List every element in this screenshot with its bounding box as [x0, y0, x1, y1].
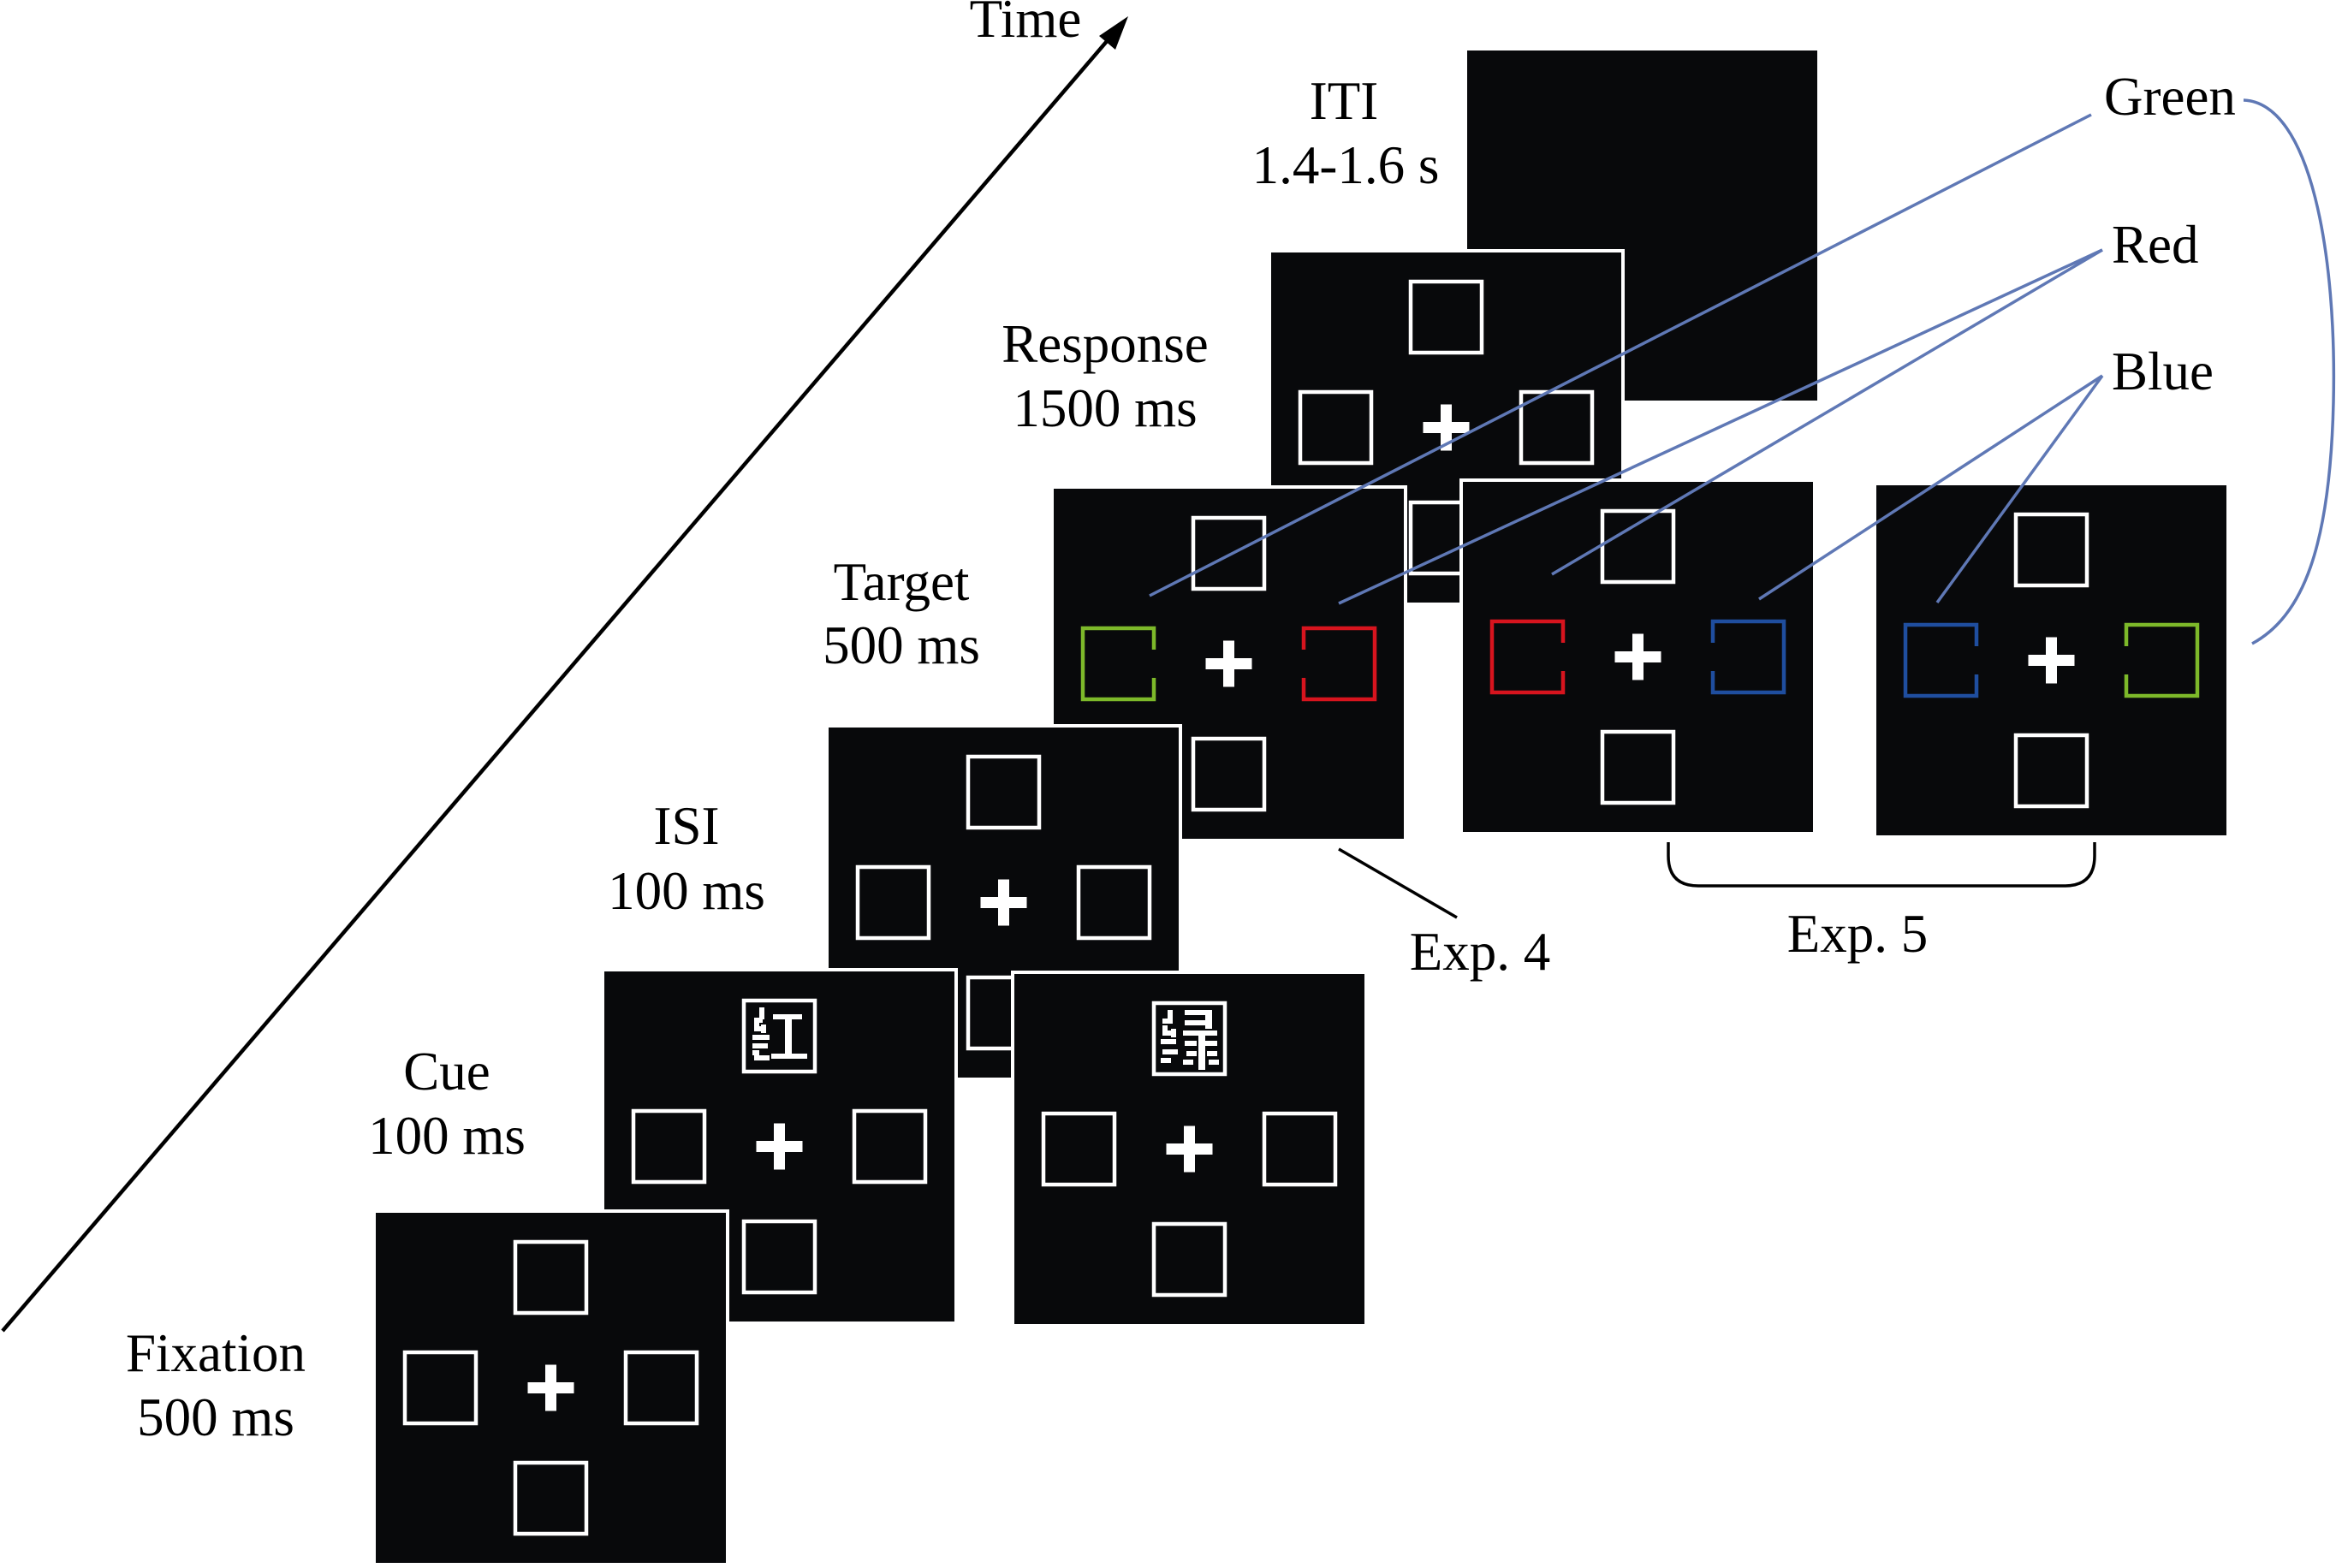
exp5-label: Exp. 5: [1787, 904, 1928, 964]
fixation-cross: [527, 1364, 574, 1411]
cue-word-box: [741, 998, 817, 1074]
color-leader-lines: [1149, 98, 2336, 645]
iti-label: ITI: [1310, 71, 1378, 131]
target-right-green: [2124, 622, 2200, 698]
leader-green-exp4: [1149, 113, 2092, 597]
leader-blue-exp5b: [1935, 374, 2104, 604]
time-arrow-line: [1, 33, 1115, 1333]
color-label-blue: Blue: [2112, 342, 2214, 401]
fixation-duration: 500 ms: [137, 1387, 294, 1447]
response-duration: 1500 ms: [1013, 378, 1197, 438]
isi-duration: 100 ms: [608, 861, 765, 921]
target-left-red: [1489, 619, 1566, 695]
placeholder-top: [513, 1239, 589, 1316]
cue-character-红: [752, 1007, 807, 1060]
fixation-cross: [1423, 404, 1470, 451]
placeholder-bottom: [1191, 736, 1267, 812]
cue-label: Cue: [403, 1042, 490, 1102]
fixation-cross: [756, 1123, 803, 1170]
placeholder-left: [1298, 389, 1374, 466]
placeholder-right: [852, 1108, 928, 1185]
placeholder-top: [1408, 279, 1484, 355]
fixation-cross: [1205, 640, 1252, 687]
fixation-panel: [372, 1209, 729, 1566]
cue-panel-green: [1011, 971, 1368, 1327]
color-label-green: Green: [2104, 67, 2236, 127]
stimulus-panels: [372, 47, 2230, 1566]
isi-label: ISI: [654, 796, 720, 856]
placeholder-left: [402, 1350, 478, 1426]
exp4-label: Exp. 4: [1410, 922, 1550, 982]
color-label-red: Red: [2112, 215, 2198, 275]
exp4-pointer-line: [1338, 847, 1458, 919]
placeholder-right: [1076, 864, 1152, 941]
iti-duration: 1.4-1.6 s: [1252, 135, 1440, 195]
color-labels: Green Red Blue: [2104, 67, 2236, 401]
leader-red-exp5a: [1551, 248, 2103, 576]
time-axis: Time: [1, 0, 1128, 1333]
fixation-cross: [1614, 633, 1661, 680]
placeholder-bottom: [513, 1460, 589, 1536]
fixation-cross: [1166, 1126, 1213, 1173]
placeholder-top: [966, 754, 1042, 830]
leader-blue-exp5a: [1758, 374, 2103, 601]
cue-character-绿: [1161, 1010, 1219, 1070]
target-right-blue: [1710, 619, 1786, 695]
placeholder-bottom: [2013, 733, 2089, 809]
target-left-blue: [1903, 622, 1979, 698]
target-label: Target: [834, 552, 970, 612]
placeholder-right: [623, 1350, 699, 1426]
stage-labels: ITI 1.4-1.6 s Response 1500 ms Target 50…: [126, 71, 1439, 1447]
time-axis-label: Time: [970, 0, 1082, 49]
fixation-cross: [980, 879, 1027, 926]
placeholder-right: [1262, 1111, 1338, 1187]
placeholder-left: [1041, 1111, 1117, 1187]
leader-red-exp4: [1338, 248, 2103, 605]
experiment-labels: Exp. 4 Exp. 5: [1338, 842, 2096, 982]
target-right-red: [1301, 626, 1377, 702]
target-left-green: [1080, 626, 1156, 702]
placeholder-bottom: [1151, 1221, 1227, 1298]
cue-duration: 100 ms: [368, 1106, 526, 1166]
response-label: Response: [1002, 314, 1208, 374]
fixation-cross: [2028, 637, 2075, 684]
placeholder-left: [855, 864, 931, 941]
placeholder-bottom: [741, 1219, 817, 1295]
leader-green-exp5b-curve: [2243, 98, 2336, 645]
placeholder-bottom: [1600, 729, 1676, 805]
target-panel-exp5-a: [1459, 478, 1816, 835]
target-duration: 500 ms: [823, 615, 980, 675]
fixation-label: Fixation: [126, 1323, 306, 1383]
placeholder-right: [1519, 389, 1595, 466]
placeholder-top: [2013, 512, 2089, 588]
cue-word-box: [1151, 1001, 1227, 1077]
target-panel-exp5-b: [1873, 482, 2230, 839]
time-arrow-head: [1099, 16, 1128, 50]
placeholder-top: [1600, 508, 1676, 585]
placeholder-top: [1191, 515, 1267, 591]
placeholder-left: [631, 1108, 707, 1185]
exp5-bracket: [1667, 842, 2096, 888]
